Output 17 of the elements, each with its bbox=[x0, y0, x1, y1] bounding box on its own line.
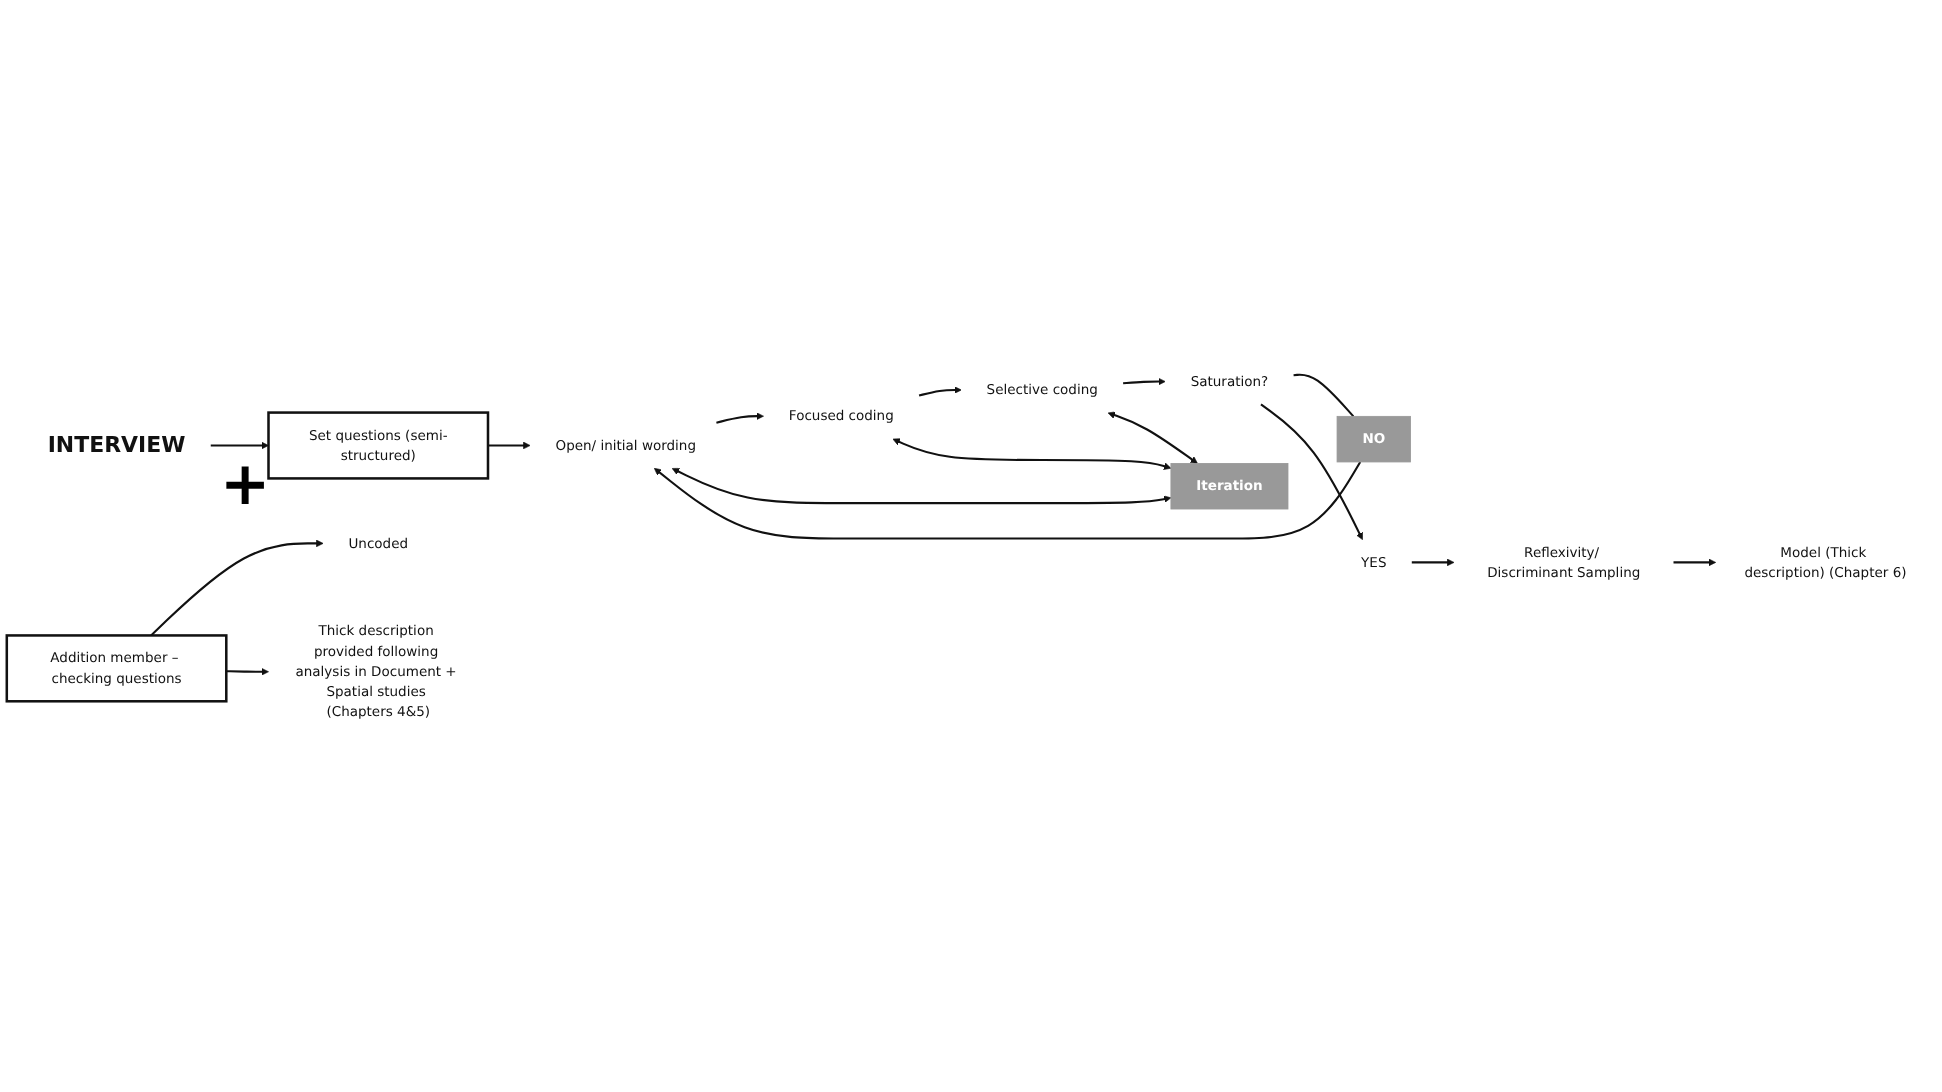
arrow bbox=[918, 385, 962, 396]
arrow bbox=[892, 437, 1172, 469]
arrow bbox=[226, 667, 269, 675]
arrow bbox=[210, 440, 269, 449]
arrow bbox=[1107, 410, 1198, 463]
arrow bbox=[1260, 402, 1363, 540]
arrow bbox=[654, 460, 1362, 539]
arrow bbox=[1411, 557, 1455, 566]
arrow bbox=[671, 467, 1172, 504]
connector bbox=[1293, 372, 1355, 417]
arrow bbox=[716, 411, 764, 423]
node-text: INTERVIEW bbox=[47, 431, 186, 457]
plus-sign: + bbox=[220, 450, 271, 520]
arrow bbox=[150, 538, 324, 636]
arrow bbox=[1123, 376, 1166, 385]
arrow bbox=[1673, 557, 1717, 566]
arrow bbox=[488, 440, 531, 449]
